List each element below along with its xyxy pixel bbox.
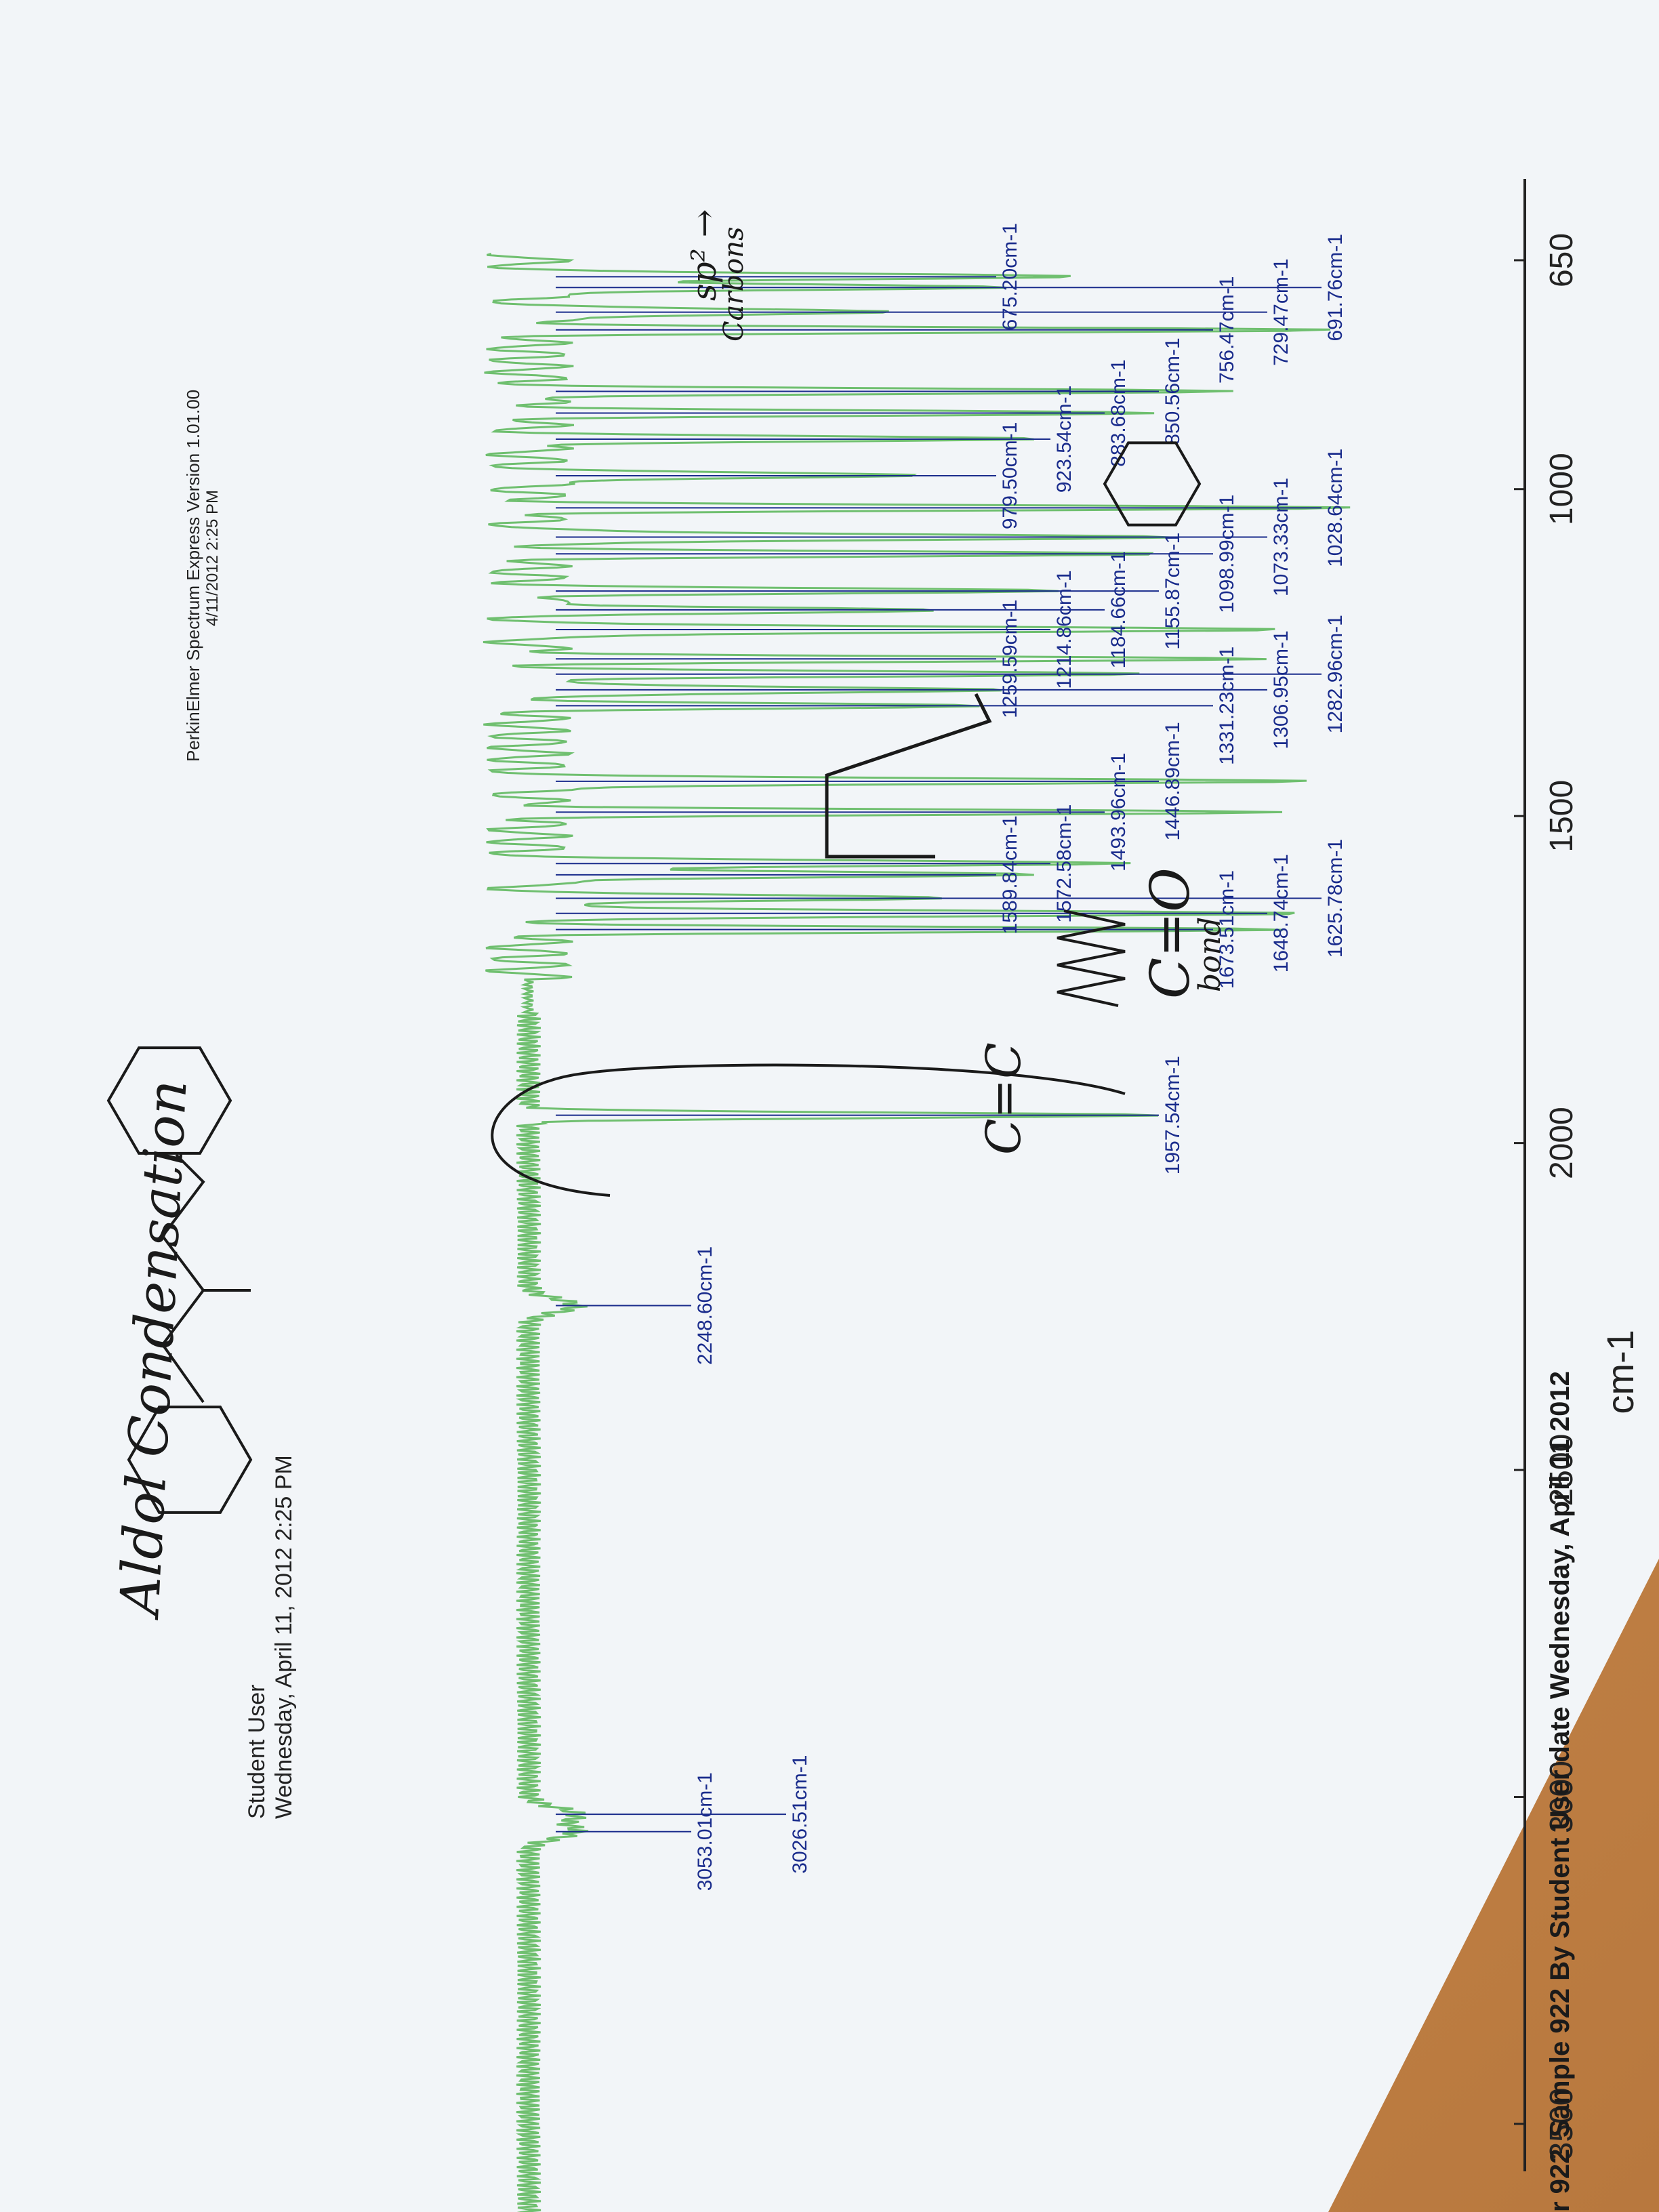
scribble [1057, 909, 1126, 1007]
peak-label: 1098.99cm-1 [1216, 495, 1238, 613]
peak-label: 923.54cm-1 [1053, 386, 1076, 493]
header-date: Wednesday, April 11, 2012 2:25 PM [271, 1455, 297, 1819]
footer-left: r 922 [1545, 2148, 1575, 2212]
peak-label: 1331.23cm-1 [1216, 647, 1238, 765]
peak-label: 1214.86cm-1 [1053, 570, 1076, 689]
peak-label: 729.47cm-1 [1270, 258, 1292, 365]
benzene-ring-right [106, 1046, 232, 1155]
peak-label: 1073.33cm-1 [1270, 478, 1292, 596]
peak-label: 1282.96cm-1 [1324, 615, 1347, 733]
chain-bonds [161, 1153, 205, 1404]
peak-label: 1957.54cm-1 [1162, 1056, 1184, 1174]
footer-sample: Sample 922 By Student User date Wednesda… [1545, 1371, 1575, 2137]
peak-label: 979.50cm-1 [999, 422, 1021, 529]
peak-labels: 3053.01cm-1 3026.51cm-1 2248.60cm-1 1957.54… [556, 223, 1347, 1891]
x-tick-label: 2000 [1544, 1107, 1580, 1179]
peak-label: 1648.74cm-1 [1270, 854, 1292, 972]
peak-label: 1446.89cm-1 [1162, 722, 1184, 840]
peak-label: 1572.58cm-1 [1053, 804, 1076, 923]
peak-label: 3026.51cm-1 [789, 1755, 811, 1874]
peak-label: 1306.95cm-1 [1270, 630, 1292, 749]
peak-label: 1493.96cm-1 [1107, 753, 1130, 872]
benzene-ring-left [127, 1406, 253, 1514]
peak-label: 1589.84cm-1 [999, 815, 1021, 934]
benzene-ring-sketch [1103, 441, 1202, 527]
cc-bracket [825, 693, 992, 859]
x-axis-label: cm-1 [1599, 1330, 1641, 1414]
peak-label: 3053.01cm-1 [694, 1772, 716, 1891]
peak-label: 756.47cm-1 [1216, 276, 1238, 384]
peak-label: 1625.78cm-1 [1324, 839, 1347, 958]
peak-label: 1673.51cm-1 [1216, 870, 1238, 989]
software-version: PerkinElmer Spectrum Express Version 1.0… [183, 389, 203, 762]
x-axis: 3500 3000 2500 2000 1500 1000 650 cm-1 [1514, 179, 1641, 2171]
x-tick-label: 3500 [1544, 2088, 1580, 2160]
carbons-annotation: Carbons [718, 226, 750, 342]
header-user: Student User [244, 1684, 270, 1819]
peak-label: 883.68cm-1 [1107, 359, 1130, 466]
bond-annotation: bond [1193, 916, 1227, 992]
x-tick-label: 3000 [1544, 1761, 1580, 1833]
spectrum-trace [483, 252, 1351, 2212]
peak-label: 2248.60cm-1 [694, 1246, 716, 1365]
peak-label: 1155.87cm-1 [1162, 533, 1184, 650]
x-tick-label: 1000 [1544, 453, 1580, 525]
co-arrow [491, 1063, 1126, 1197]
handwritten-drawings [106, 441, 1202, 1514]
software-date: 4/11/2012 2:25 PM [203, 489, 222, 626]
peak-label: 1184.66cm-1 [1107, 551, 1130, 668]
peak-label: 1259.59cm-1 [999, 600, 1021, 718]
peak-label: 675.20cm-1 [999, 223, 1021, 330]
x-tick-label: 2500 [1544, 1434, 1580, 1507]
peak-label: 1028.64cm-1 [1324, 449, 1347, 567]
peak-label: 850.56cm-1 [1162, 337, 1184, 445]
peak-label: 691.76cm-1 [1324, 234, 1347, 341]
spectrum-line [483, 252, 1351, 2212]
x-tick-label: 650 [1544, 233, 1580, 287]
x-tick-label: 1500 [1544, 780, 1580, 853]
cc-annotation: C=C [976, 1042, 1031, 1155]
